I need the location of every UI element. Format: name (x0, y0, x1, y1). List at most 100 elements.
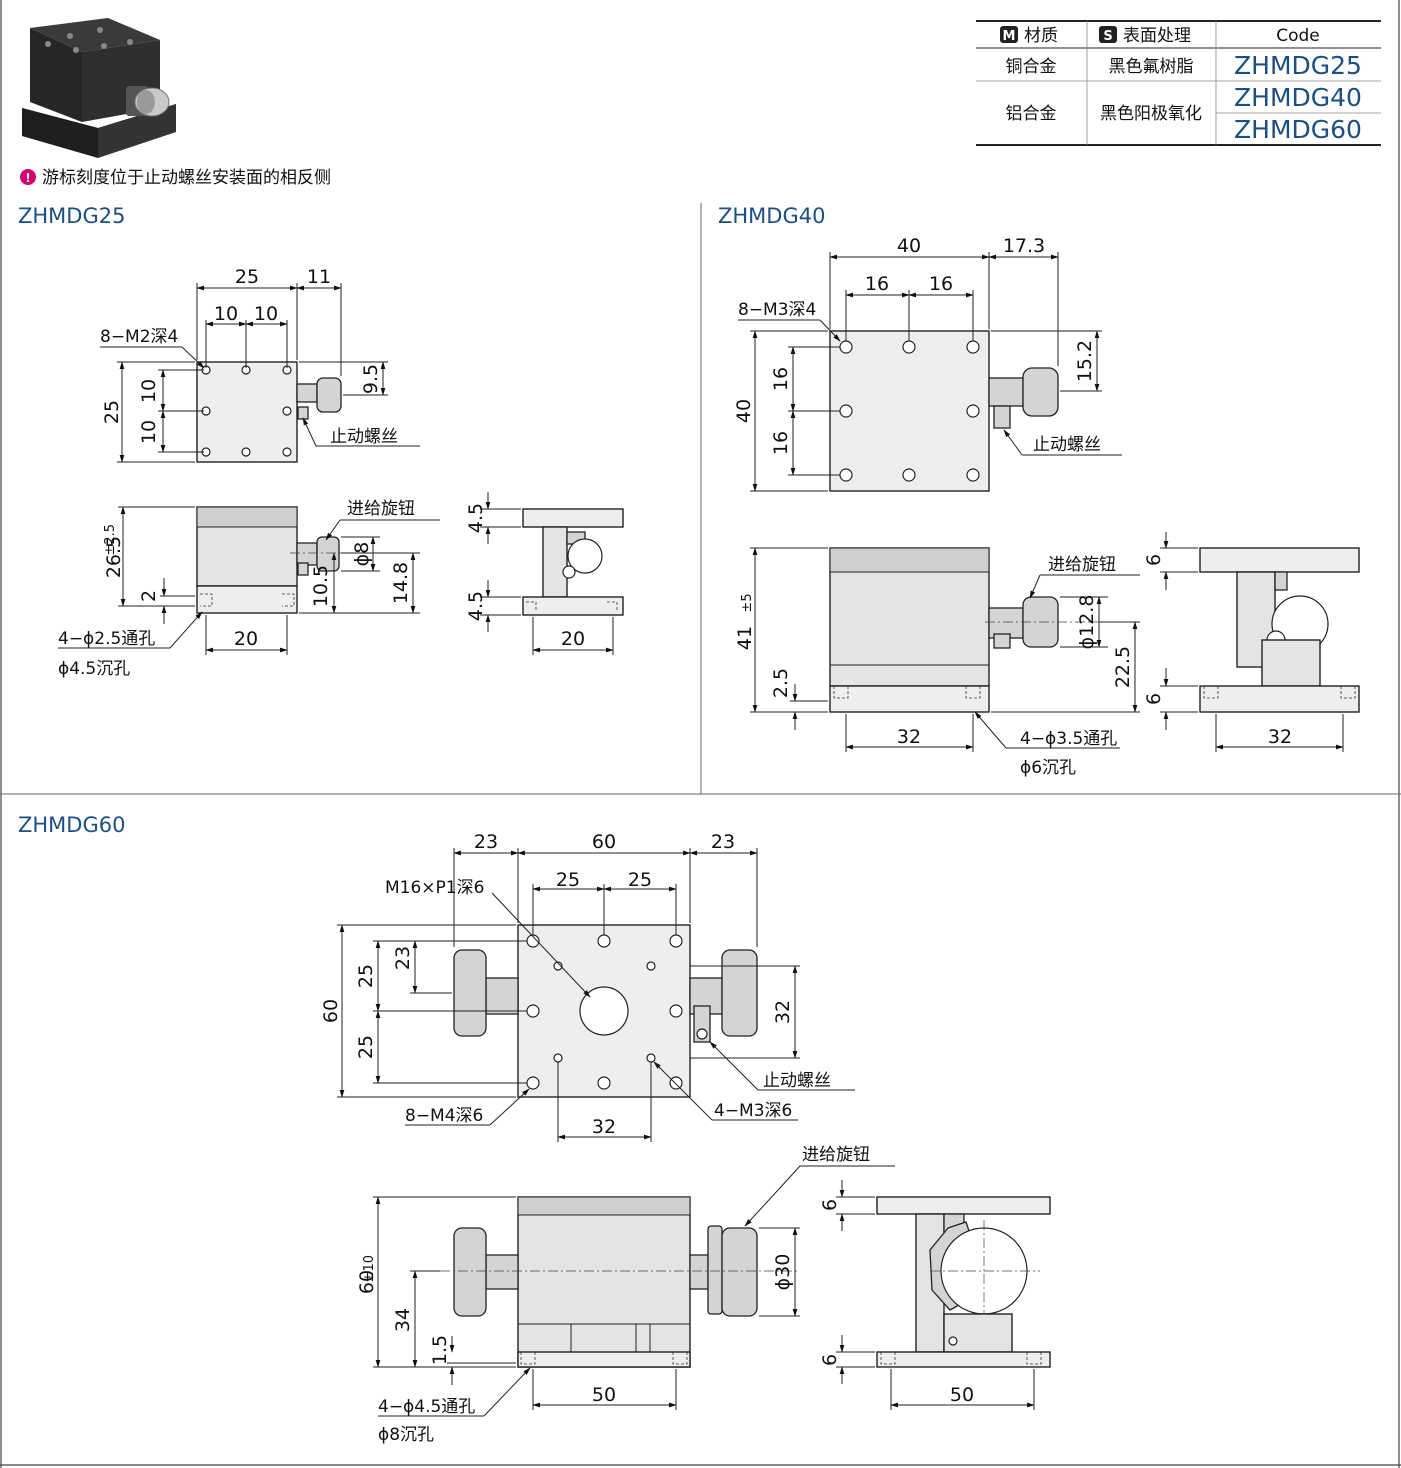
dim: 10 (254, 303, 278, 325)
dim: 41 (734, 626, 756, 650)
dim: 16 (770, 431, 792, 455)
dim: 4.5 (465, 503, 487, 533)
dim: 25 (235, 266, 259, 288)
code-header: Code (1276, 26, 1320, 46)
dim: ϕ30 (772, 1254, 794, 1291)
zhmdg25-title: ZHMDG25 (18, 204, 125, 228)
zhmdg40-lock-note: 止动螺丝 (1033, 435, 1101, 455)
dim: 10 (138, 379, 160, 403)
warning-icon (20, 169, 36, 185)
zhmdg25-top-view (100, 283, 420, 463)
zhmdg60-top-view (337, 848, 855, 1142)
row2-material: 铝合金 (1006, 104, 1057, 124)
dim: 6 (819, 1354, 841, 1366)
dim: 20 (234, 628, 258, 650)
row2-surface: 黑色阳极氧化 (1100, 104, 1202, 124)
spec-table: M 材质 S 表面处理 Code 铜合金 黑色氟树脂 ZHMDG25 铝合金 黑… (976, 20, 1381, 146)
zhmdg60-center-note: M16×P1深6 (385, 878, 484, 898)
material-header: 材质 (1024, 26, 1058, 46)
dim: 25 (556, 869, 580, 891)
dim: 26.5 (103, 536, 125, 578)
material-badge (1000, 26, 1018, 43)
dim: 10 (214, 303, 238, 325)
dim: 14.8 (390, 562, 412, 604)
dim: 6 (1143, 554, 1165, 566)
dim: 16 (865, 273, 889, 295)
dim: 9.5 (360, 364, 382, 394)
dim: 6 (1143, 693, 1165, 705)
dim-tol: ±5 (740, 593, 755, 612)
zhmdg25-knob-note: 进给旋钮 (347, 499, 415, 519)
dim: 34 (392, 1308, 414, 1332)
surface-badge (1099, 26, 1117, 43)
dim: ϕ12.8 (1076, 595, 1098, 650)
zhmdg25-front-view (58, 506, 440, 655)
material-badge-letter: M (1003, 29, 1016, 44)
dim: 16 (929, 273, 953, 295)
dim: 2.5 (770, 668, 792, 698)
dim: 23 (711, 831, 735, 853)
dim: 17.3 (1003, 235, 1045, 257)
zhmdg60-side-view (836, 1180, 1051, 1410)
product-photo (22, 18, 176, 158)
dim: 20 (561, 628, 585, 650)
zhmdg40-front-view (750, 547, 1140, 752)
zhmdg40-title: ZHMDG40 (718, 204, 825, 228)
dim: 10 (138, 420, 160, 444)
zhmdg60-lock-note: 止动螺丝 (763, 1071, 831, 1091)
zhmdg25-lock-note: 止动螺丝 (330, 427, 398, 447)
zhmdg40-section: ZHMDG40 40 17.3 16 (718, 204, 1360, 778)
zhmdg40-top-view (738, 252, 1122, 492)
zhmdg25-side-view (480, 492, 624, 655)
dim: 32 (772, 1000, 794, 1024)
dim: 40 (733, 399, 755, 423)
dim: 32 (592, 1116, 616, 1138)
dim: 60 (320, 999, 342, 1023)
zhmdg40-hole-note2: ϕ6沉孔 (1020, 758, 1076, 778)
dim-tol: ±2.5 (103, 524, 118, 556)
dim: 2 (138, 590, 160, 602)
row2-code-a[interactable]: ZHMDG40 (1234, 83, 1362, 112)
zhmdg60-tap4-note: 4−M3深6 (714, 1101, 792, 1121)
dim: 11 (307, 266, 331, 288)
row2-code-b[interactable]: ZHMDG60 (1234, 115, 1362, 144)
zhmdg60-title: ZHMDG60 (18, 813, 125, 837)
dim: 40 (897, 235, 921, 257)
dim: 10.5 (310, 565, 332, 607)
dim-tol: ±10 (362, 1255, 377, 1282)
dim: 15.2 (1074, 340, 1096, 382)
zhmdg60-tap8-note: 8−M4深6 (405, 1106, 483, 1126)
zhmdg25-hole-note: 4−ϕ2.5通孔 (58, 629, 155, 649)
warning-icon-glyph: ! (25, 171, 30, 185)
zhmdg40-knob-note: 进给旋钮 (1048, 555, 1116, 575)
row1-surface: 黑色氟树脂 (1109, 57, 1194, 77)
surface-badge-letter: S (1103, 29, 1112, 44)
dim: 60 (592, 831, 616, 853)
zhmdg25-hole-note2: ϕ4.5沉孔 (58, 659, 130, 679)
zhmdg60-hole-note: 4−ϕ4.5通孔 (378, 1397, 475, 1417)
dim: 4.5 (465, 591, 487, 621)
dim: 50 (592, 1384, 616, 1406)
note: ! 游标刻度位于止动螺丝安装面的相反侧 (20, 168, 331, 188)
dim: 32 (897, 726, 921, 748)
zhmdg40-hole-note: 4−ϕ3.5通孔 (1020, 729, 1117, 749)
zhmdg40-tap-note: 8−M3深4 (738, 300, 816, 320)
dim: 1.5 (429, 1335, 451, 1365)
dim: 16 (770, 367, 792, 391)
dim: 60 (356, 1270, 378, 1294)
dim: 50 (950, 1384, 974, 1406)
zhmdg40-side-view (1160, 532, 1360, 752)
dim: 25 (101, 400, 123, 424)
zhmdg25-section: ZHMDG25 25 11 10 (18, 204, 624, 679)
zhmdg60-hole-note2: ϕ8沉孔 (378, 1425, 434, 1445)
zhmdg60-section: ZHMDG60 (18, 813, 1051, 1445)
zhmdg60-front-view (373, 1165, 895, 1417)
surface-header: 表面处理 (1123, 26, 1191, 46)
row1-code[interactable]: ZHMDG25 (1234, 51, 1362, 80)
dim: 25 (355, 964, 377, 988)
dim: 25 (628, 869, 652, 891)
dim: 23 (392, 946, 414, 970)
dim: 25 (355, 1035, 377, 1059)
